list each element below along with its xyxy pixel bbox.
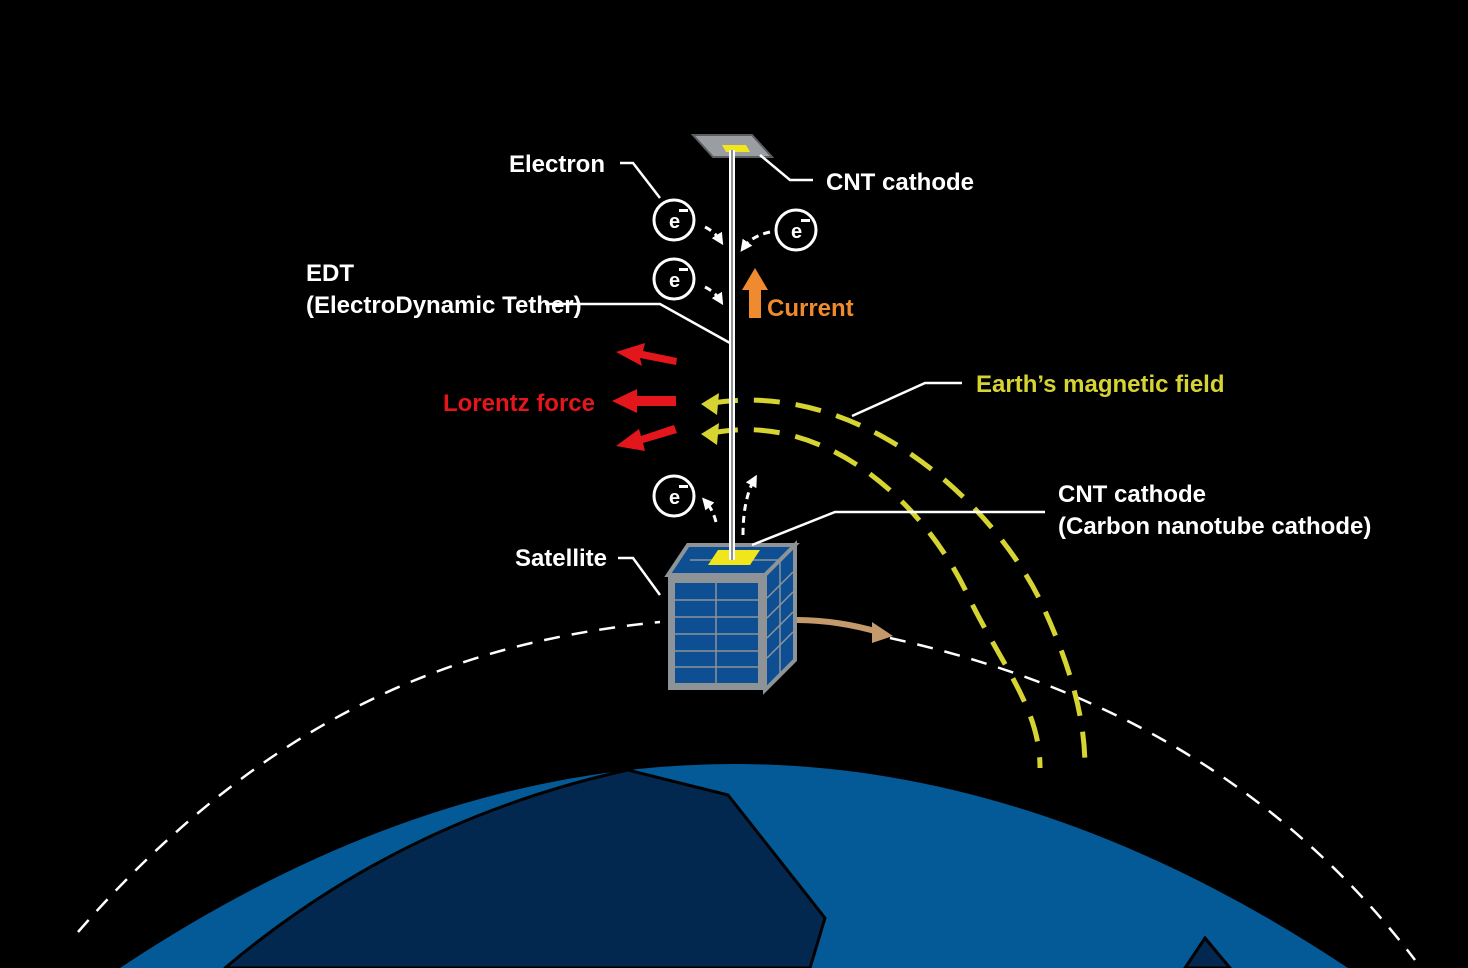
electron-arrow-3 <box>704 285 724 306</box>
magnetic-field-line-inner <box>711 427 1043 769</box>
electron-arrow-2 <box>740 230 771 252</box>
cnt-cathode-bottom-label: CNT cathode <box>1058 481 1206 508</box>
lorentz-force-label: Lorentz force <box>443 390 595 417</box>
earth-landmass-dark-right <box>1183 935 1232 968</box>
magnetic-arrowheads <box>701 393 719 445</box>
electron-particle-2: e <box>774 208 818 252</box>
leader-electron <box>620 161 661 199</box>
lorentz-arrow-top <box>616 343 677 366</box>
magnetic-arrowhead-inner <box>701 423 719 445</box>
top-cathode-emitter <box>722 145 750 152</box>
magnetic-arrowhead-outer <box>701 393 719 415</box>
edt-label: EDT <box>306 260 354 287</box>
satellite-label: Satellite <box>515 545 607 572</box>
edt-full-name-label: (ElectroDynamic Tether) <box>306 292 582 319</box>
electron-particle-1: e <box>652 198 696 242</box>
electron-symbol: e <box>669 487 680 509</box>
electron-particle-4: e <box>652 474 696 518</box>
electron-arrow-4 <box>702 497 718 523</box>
lorentz-arrow-bottom <box>616 425 677 451</box>
cnt-cathode-bottom-full-name-label: (Carbon nanotube cathode) <box>1058 513 1371 540</box>
magnetic-field-label: Earth’s magnetic field <box>976 371 1225 398</box>
magnetic-field-line-outer <box>711 397 1088 769</box>
electron-symbol: e <box>791 221 802 243</box>
electron-motion-arrows <box>702 225 771 536</box>
leader-satellite <box>618 556 662 596</box>
leader-cnt-cathode-top <box>759 154 813 182</box>
satellite <box>664 540 800 695</box>
earth <box>120 764 1348 968</box>
electron-label: Electron <box>509 151 605 178</box>
lorentz-arrow-middle <box>612 389 676 413</box>
magnetic-field-lines <box>711 397 1088 769</box>
leader-magnetic-field <box>851 381 962 418</box>
cnt-cathode-top-label: CNT cathode <box>826 169 974 196</box>
top-cnt-cathode <box>690 134 775 158</box>
earth-landmass-dark-left <box>223 768 827 968</box>
electron-arrow-1 <box>704 225 724 246</box>
electron-symbol: e <box>669 211 680 233</box>
leader-cnt-cathode-bottom <box>751 510 1045 547</box>
electron-particle-3: e <box>652 257 696 301</box>
leader-edt <box>545 302 731 345</box>
electron-arrow-5 <box>741 474 757 536</box>
lorentz-force-arrows <box>612 343 677 451</box>
current-arrow <box>742 268 768 318</box>
leader-lines <box>545 154 1045 596</box>
motion-arrow <box>796 617 893 643</box>
current-label: Current <box>767 295 854 322</box>
orbit-path <box>77 620 1416 961</box>
electron-symbol: e <box>669 270 680 292</box>
